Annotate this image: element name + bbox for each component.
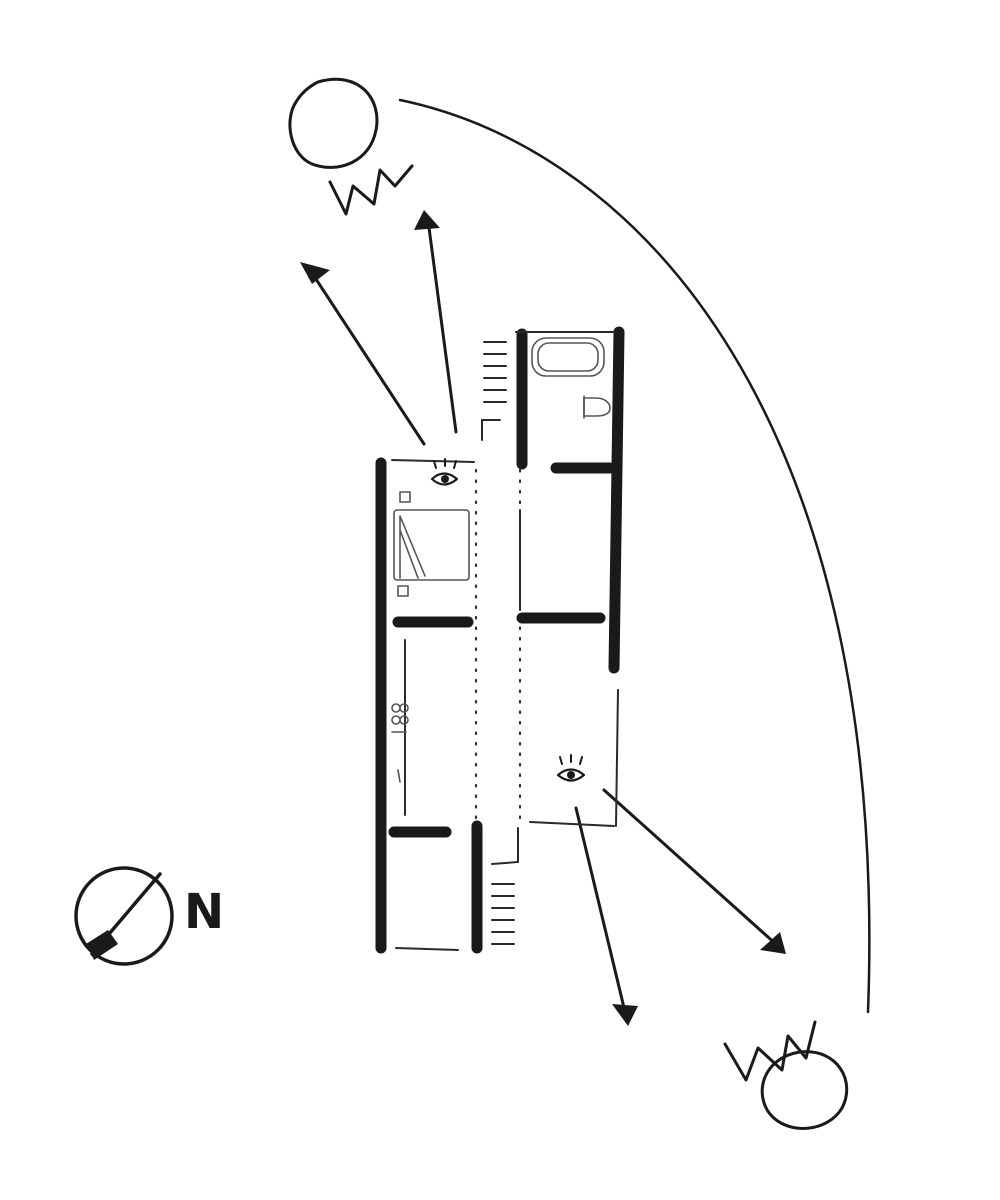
east-edge [615,689,619,827]
north-label: N [184,884,225,940]
arrow-head-icon [612,1004,638,1026]
toilet-icon [583,395,611,419]
view-arrow-south [574,806,638,1026]
east-wall [608,326,625,674]
stair-landing [481,419,501,441]
north-arrow-icon [74,866,174,966]
sun-path-arc [398,98,871,1014]
view-arrow-south-east [602,788,786,954]
south-edge [395,947,459,951]
sun-icon [288,77,414,216]
north-stair [483,341,507,403]
bed-icon [393,491,470,597]
arrow-head-icon [760,932,786,954]
eye-icon [556,754,586,782]
stove-icon [391,703,409,783]
south-edge [529,821,615,827]
view-arrow-north [414,210,458,434]
arrow-head-icon [300,262,330,284]
floor-plan [375,326,625,954]
sun-icon [723,1020,849,1130]
view-arrow-north-west [300,262,426,446]
stair-landing [491,827,519,865]
eye-icon [430,458,459,486]
arrow-head-icon [414,210,440,230]
bathtub-icon [531,337,605,377]
south-stair [491,883,515,945]
